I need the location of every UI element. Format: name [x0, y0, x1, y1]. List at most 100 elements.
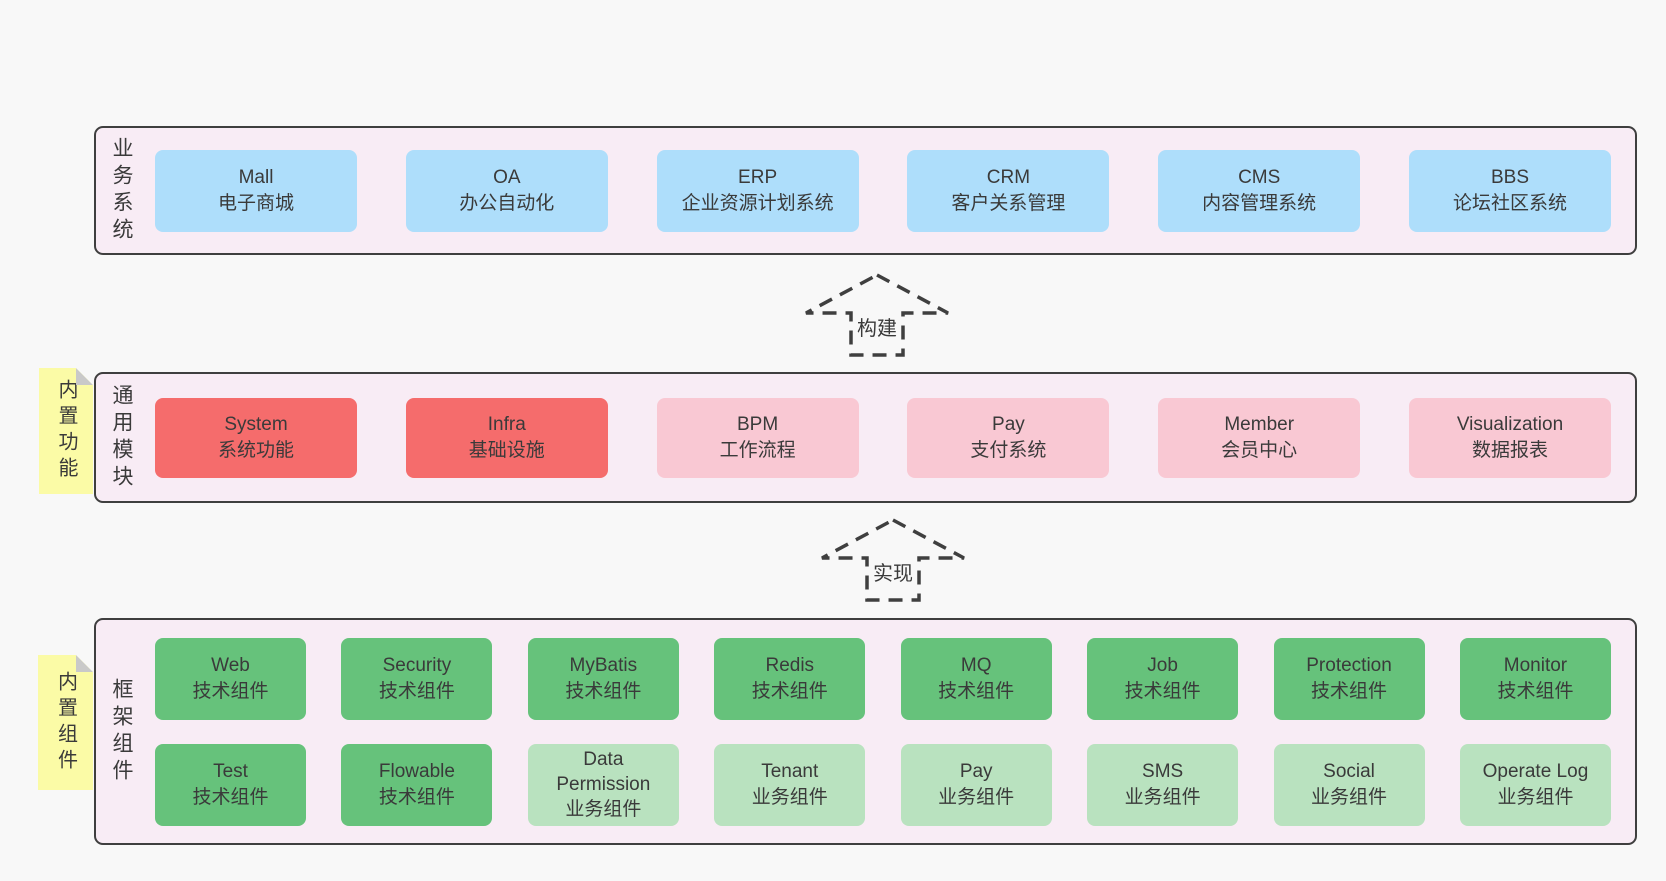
box-web: Web 技术组件 — [155, 637, 306, 720]
box-job: Job 技术组件 — [1087, 637, 1239, 720]
box-erp: ERP 企业资源计划系统 — [656, 149, 859, 232]
box-title: ERP — [738, 167, 778, 189]
box-security: Security 技术组件 — [341, 637, 493, 720]
box-subtitle: 技术组件 — [1311, 680, 1388, 702]
box-subtitle: 业务组件 — [1497, 786, 1574, 808]
box-title: Mall — [238, 167, 274, 189]
box-title: System — [224, 414, 288, 436]
box-subtitle: 客户关系管理 — [951, 192, 1066, 214]
note-label: 内置功能 — [55, 379, 77, 483]
box-mall: Mall 电子商城 — [155, 149, 357, 232]
box-subtitle: 系统功能 — [217, 439, 294, 461]
section-label: 通用模块 — [110, 383, 133, 492]
box-data-permission: Data Permission 业务组件 — [527, 743, 679, 826]
note-fold-corner-icon — [76, 368, 93, 385]
box-subtitle: 论坛社区系统 — [1452, 192, 1567, 214]
note-fold-corner-icon — [76, 655, 93, 672]
box-subtitle: 业务组件 — [938, 786, 1015, 808]
box-subtitle: 技术组件 — [192, 680, 269, 702]
box-title: Data Permission — [556, 748, 651, 795]
box-title: MyBatis — [569, 655, 638, 677]
box-title: Test — [213, 761, 248, 783]
box-title: Protection — [1306, 655, 1392, 677]
box-title: OA — [493, 167, 521, 189]
dashed-up-arrow: 构建 — [804, 272, 950, 358]
box-title: Tenant — [761, 761, 819, 783]
box-oa: OA 办公自动化 — [405, 149, 608, 232]
dashed-up-arrow: 实现 — [820, 517, 966, 603]
sticky-note: 内置功能 — [39, 368, 93, 494]
box-title: Social — [1323, 761, 1375, 783]
box-subtitle: 电子商城 — [217, 192, 294, 214]
box-redis: Redis 技术组件 — [714, 637, 866, 720]
box-title: Visualization — [1456, 414, 1564, 436]
box-bpm: BPM 工作流程 — [656, 397, 859, 478]
box-subtitle: 会员中心 — [1221, 439, 1298, 461]
box-title: SMS — [1142, 761, 1184, 783]
box-subtitle: 技术组件 — [1124, 680, 1201, 702]
box-subtitle: 业务组件 — [1311, 786, 1388, 808]
arrow-label: 构建 — [854, 312, 900, 341]
box-row: Test 技术组件 Flowable 技术组件 Data Permission 业务组件 T… — [155, 743, 1611, 826]
box-title: CRM — [986, 167, 1031, 189]
box-subtitle: 技术组件 — [378, 680, 455, 702]
box-subtitle: 技术组件 — [565, 680, 642, 702]
box-title: BPM — [737, 414, 779, 436]
box-title: Pay — [959, 761, 993, 783]
box-operate-log: Operate Log 业务组件 — [1459, 743, 1611, 826]
box-system: System 系统功能 — [155, 397, 357, 478]
box-subtitle: 基础设施 — [468, 439, 545, 461]
box-title: Job — [1147, 655, 1178, 677]
section-components: 框架组件 Web 技术组件 Security 技术组件 MyBatis 技术组件 Redis 技… — [94, 618, 1637, 845]
box-subtitle: 数据报表 — [1471, 439, 1548, 461]
box-title: Member — [1224, 414, 1295, 436]
box-subtitle: 业务组件 — [1124, 786, 1201, 808]
box-title: MQ — [960, 655, 992, 677]
box-visualization: Visualization 数据报表 — [1408, 397, 1611, 478]
box-flowable: Flowable 技术组件 — [341, 743, 493, 826]
box-member: Member 会员中心 — [1158, 397, 1361, 478]
box-subtitle: 内容管理系统 — [1202, 192, 1317, 214]
box-subtitle: 业务组件 — [565, 799, 642, 821]
box-title: Operate Log — [1482, 761, 1589, 783]
box-subtitle: 技术组件 — [192, 786, 269, 808]
box-protection: Protection 技术组件 — [1273, 637, 1425, 720]
box-subtitle: 企业资源计划系统 — [681, 192, 834, 214]
box-infra: Infra 基础设施 — [405, 397, 608, 478]
box-subtitle: 技术组件 — [378, 786, 455, 808]
note-label: 内置组件 — [54, 670, 77, 775]
sticky-note: 内置组件 — [38, 655, 93, 790]
box-subtitle: 办公自动化 — [459, 192, 555, 214]
box-pay: Pay 支付系统 — [907, 397, 1110, 478]
box-cms: CMS 内容管理系统 — [1158, 149, 1361, 232]
box-sms: SMS 业务组件 — [1087, 743, 1239, 826]
box-mybatis: MyBatis 技术组件 — [527, 637, 679, 720]
box-subtitle: 支付系统 — [970, 439, 1047, 461]
box-subtitle: 技术组件 — [1497, 680, 1574, 702]
box-crm: CRM 客户关系管理 — [907, 149, 1110, 232]
box-title: Flowable — [378, 761, 455, 783]
box-social: Social 业务组件 — [1273, 743, 1425, 826]
box-mq: MQ 技术组件 — [900, 637, 1052, 720]
box-pay: Pay 业务组件 — [900, 743, 1052, 826]
box-title: Security — [382, 655, 452, 677]
arrow-label: 实现 — [870, 557, 916, 586]
section-label: 业务系统 — [110, 136, 133, 245]
box-title: Redis — [765, 655, 815, 677]
box-title: Pay — [992, 414, 1025, 436]
box-title: Infra — [487, 414, 526, 436]
box-subtitle: 技术组件 — [938, 680, 1015, 702]
section-label: 框架组件 — [110, 677, 133, 786]
box-row: Mall 电子商城 OA 办公自动化 ERP 企业资源计划系统 CRM 客户关系管理 CMS 内容… — [155, 149, 1611, 232]
box-bbs: BBS 论坛社区系统 — [1408, 149, 1611, 232]
box-title: CMS — [1238, 167, 1281, 189]
box-title: Web — [211, 655, 250, 677]
box-title: BBS — [1490, 167, 1529, 189]
box-subtitle: 技术组件 — [751, 680, 828, 702]
box-row: System 系统功能 Infra 基础设施 BPM 工作流程 Pay 支付系统 Member 会… — [155, 397, 1611, 478]
box-subtitle: 工作流程 — [719, 439, 796, 461]
